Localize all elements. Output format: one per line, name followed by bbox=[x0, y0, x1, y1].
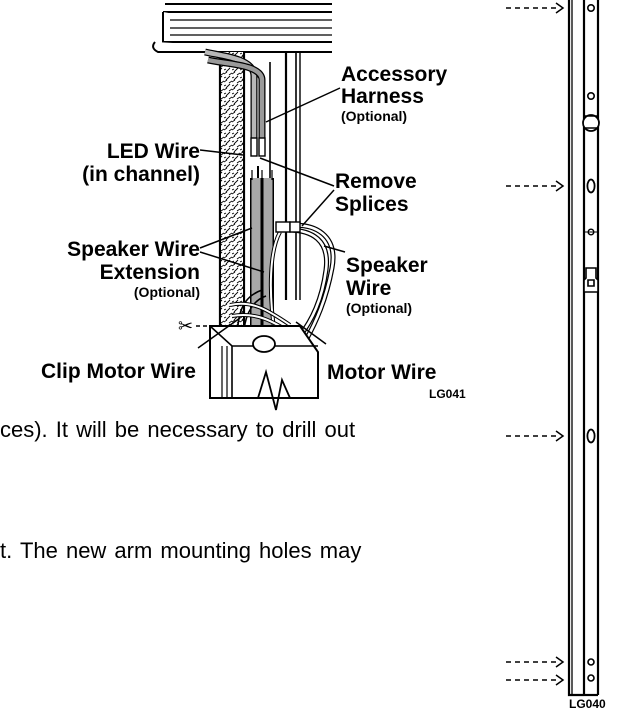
leader-lines bbox=[197, 87, 346, 349]
speaker-wire-label: Speaker Wire (Optional) bbox=[346, 254, 428, 316]
wire-channel bbox=[218, 52, 301, 382]
mounting-strip bbox=[567, 0, 600, 697]
figure-code-lg041: LG041 bbox=[429, 387, 466, 401]
speaker-wire bbox=[268, 221, 336, 342]
led-wire-label: LED Wire (in channel) bbox=[82, 140, 200, 186]
clip-motor-wire-label: Clip Motor Wire bbox=[41, 360, 196, 383]
speaker-wire-extension-label: Speaker Wire Extension (Optional) bbox=[67, 238, 200, 300]
svg-text:✂: ✂ bbox=[178, 316, 193, 337]
remove-splices-label: Remove Splices bbox=[335, 170, 417, 216]
motor-housing bbox=[209, 325, 319, 411]
mounting-holes bbox=[582, 4, 600, 682]
speaker-wire-extension bbox=[250, 170, 274, 340]
clip-indicator: ✂ bbox=[178, 316, 236, 337]
accessory-harness-label: Accessory Harness (Optional) bbox=[341, 63, 448, 124]
body-text-line-2: t. The new arm mounting holes may bbox=[0, 538, 362, 563]
header-rail bbox=[152, 3, 332, 53]
motor-wire-label: Motor Wire bbox=[327, 361, 437, 384]
hole-arrows bbox=[506, 2, 565, 686]
figure-code-lg040: LG040 bbox=[569, 697, 606, 711]
strip-details bbox=[583, 115, 599, 293]
accessory-harness-wires bbox=[204, 48, 266, 157]
body-text-line-1: ces). It will be necessary to drill out bbox=[0, 417, 356, 442]
